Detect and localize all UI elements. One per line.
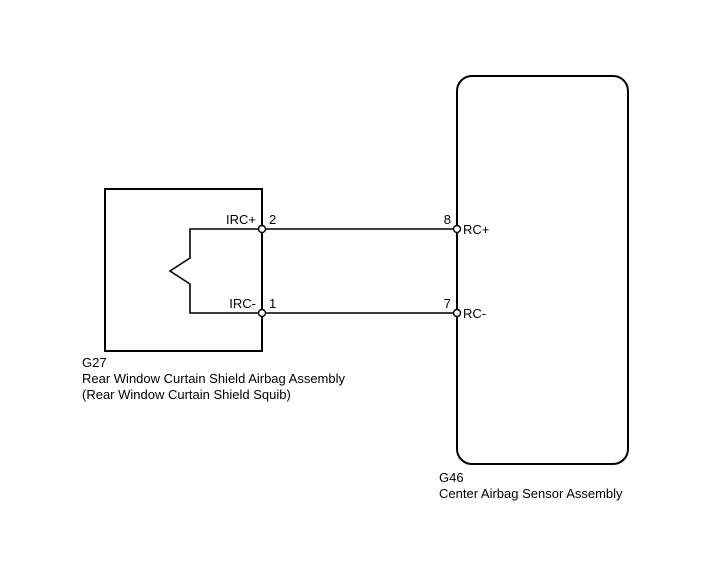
g46-component-box: [456, 75, 629, 465]
pin-number-7: 7: [444, 296, 451, 311]
terminal-rc-plus: [452, 224, 462, 234]
g27-code: G27: [82, 355, 107, 370]
terminal-irc-minus: [257, 308, 267, 318]
pin-label-irc-minus: IRC-: [229, 296, 256, 311]
squib-element: [168, 228, 262, 314]
pin-label-rc-plus: RC+: [463, 222, 489, 237]
terminal-rc-minus: [452, 308, 462, 318]
g46-caption: G46 Center Airbag Sensor Assembly: [439, 470, 623, 502]
g27-name: Rear Window Curtain Shield Airbag Assemb…: [82, 371, 346, 386]
pin-label-rc-minus: RC-: [463, 306, 486, 321]
pin-label-irc-plus: IRC+: [226, 212, 256, 227]
g46-name: Center Airbag Sensor Assembly: [439, 486, 623, 501]
g27-caption: G27 Rear Window Curtain Shield Airbag As…: [82, 355, 345, 403]
pin-number-1: 1: [269, 296, 276, 311]
pin-number-2: 2: [269, 212, 276, 227]
terminal-irc-plus: [257, 224, 267, 234]
g27-component-box: [104, 188, 263, 352]
g46-code: G46: [439, 470, 464, 485]
g27-subname: (Rear Window Curtain Shield Squib): [82, 387, 291, 402]
pin-number-8: 8: [444, 212, 451, 227]
